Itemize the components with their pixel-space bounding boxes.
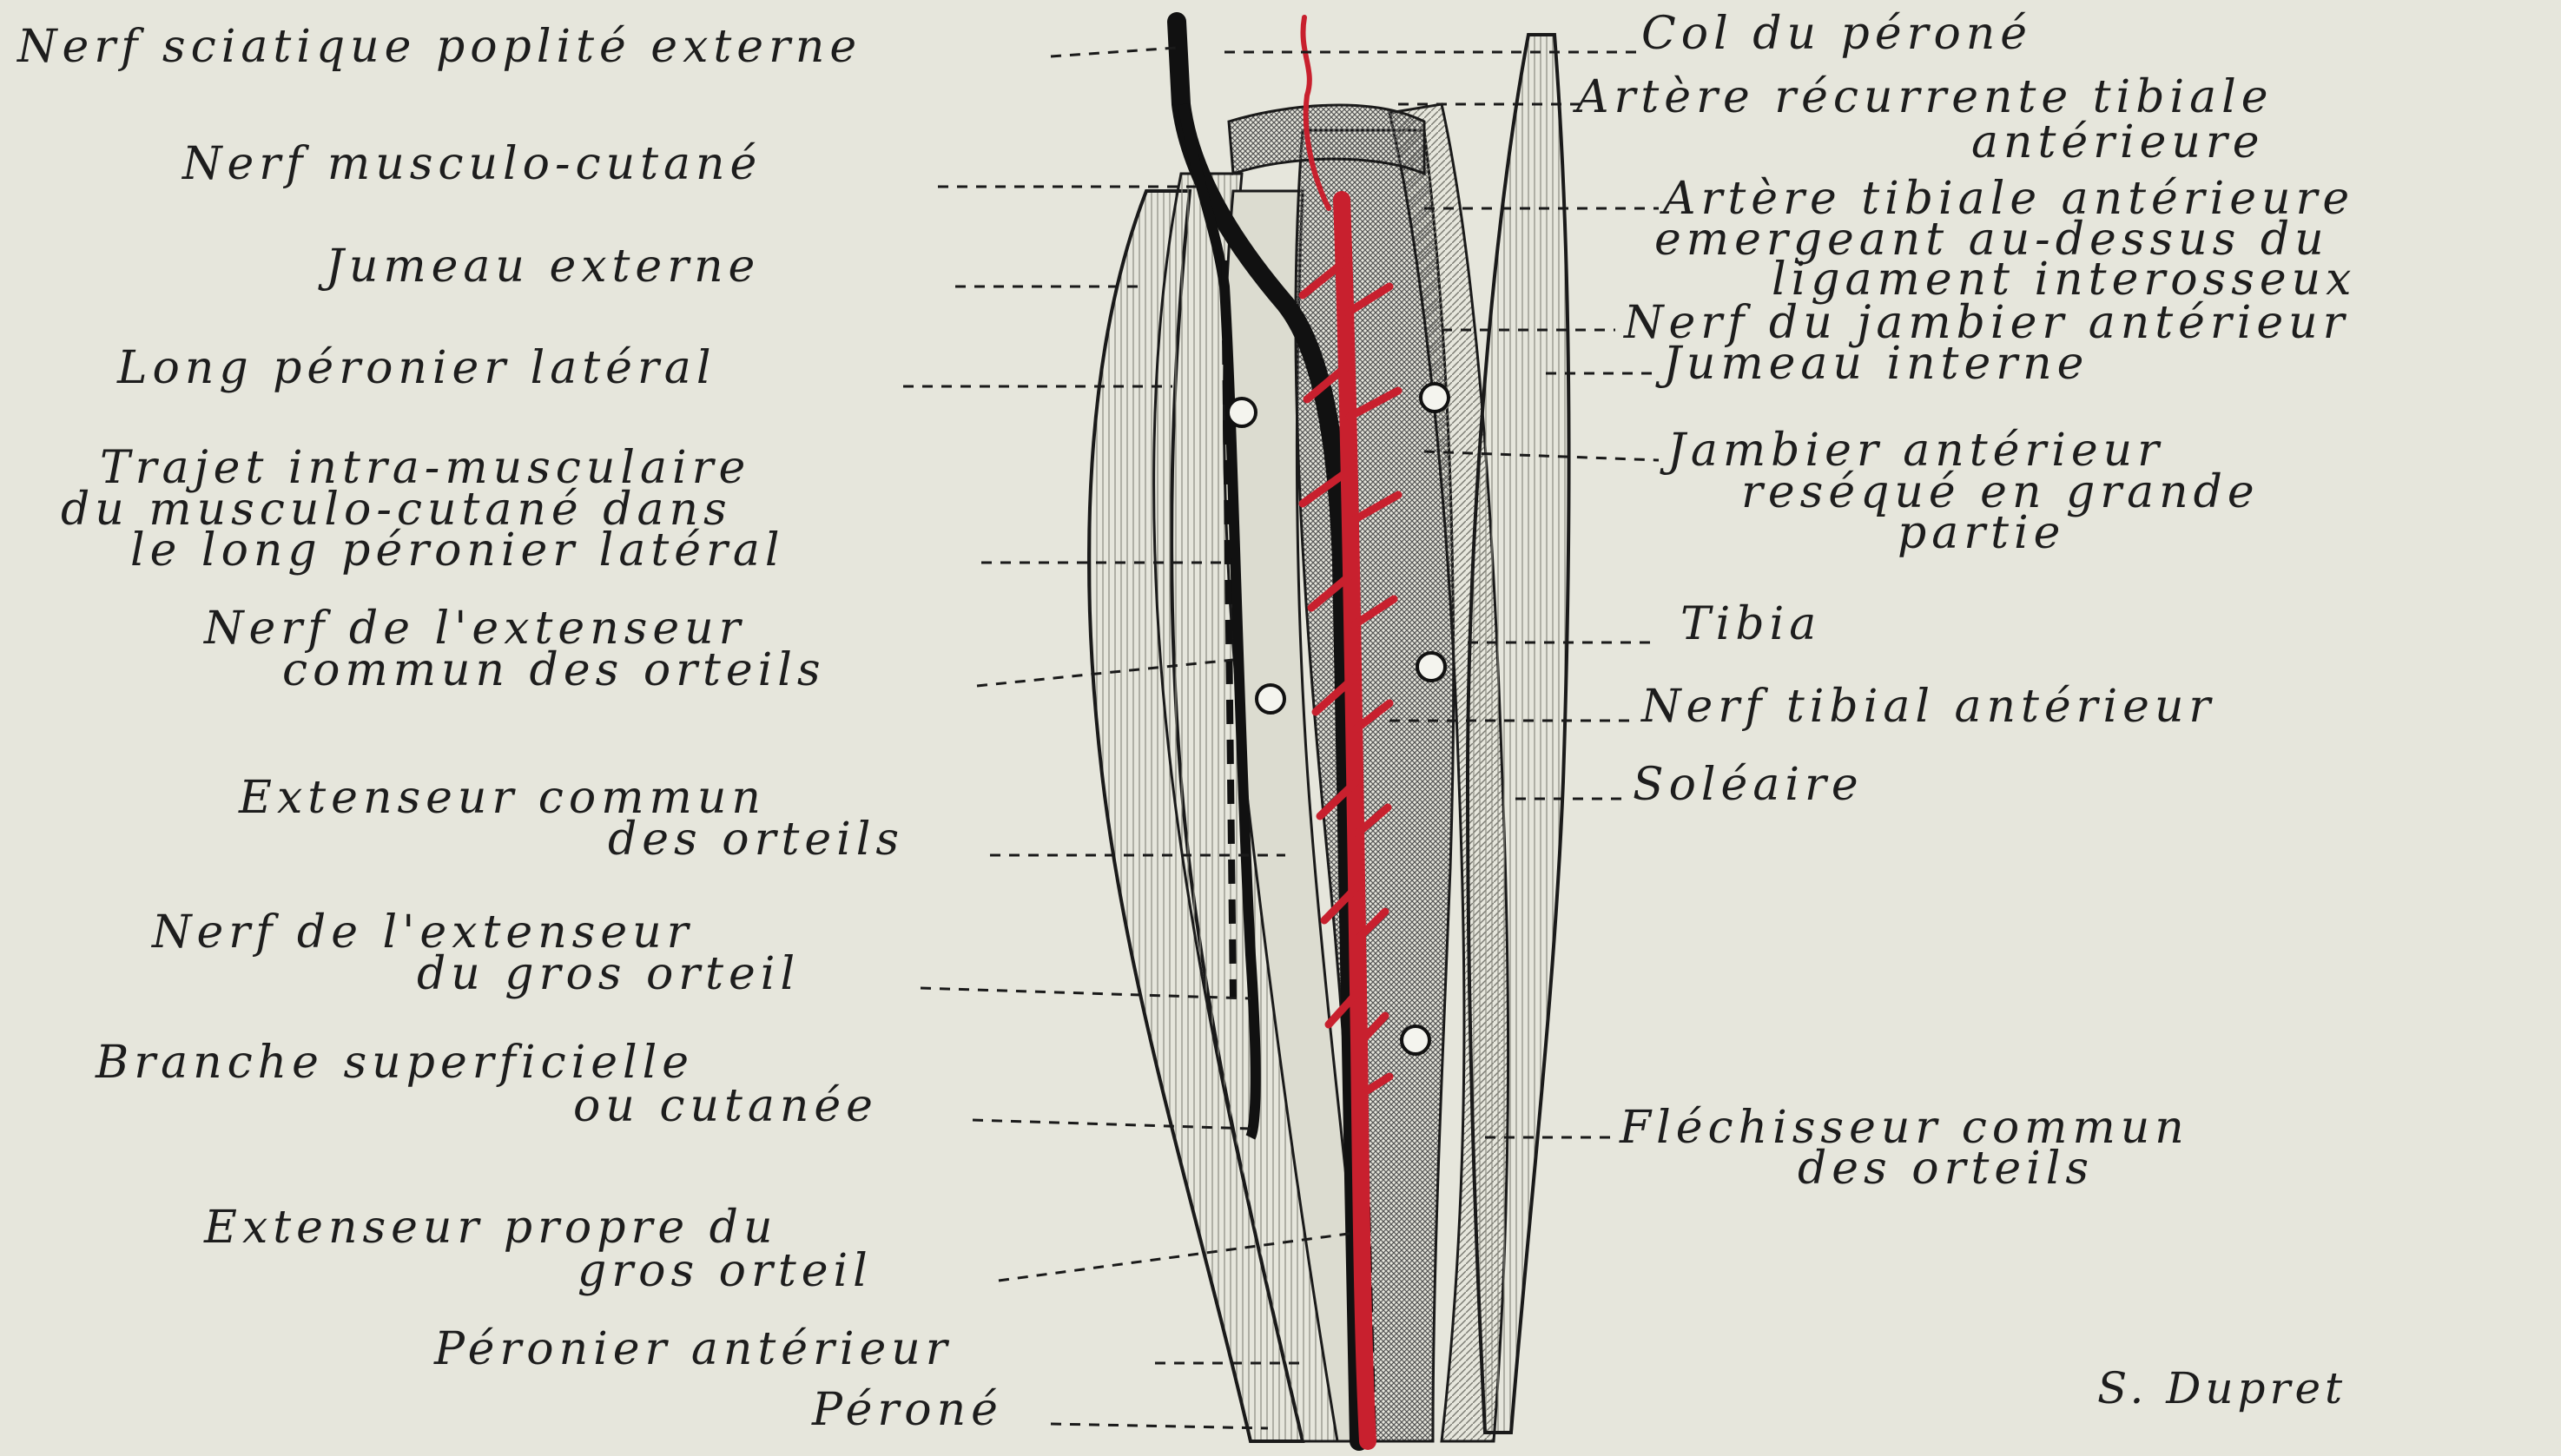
label-long-peronier: Long péronier latéral — [117, 347, 716, 389]
label-nerf-tibial: Nerf tibial antérieur — [1641, 686, 2215, 728]
label-ext-commun-line2: des orteils — [608, 819, 904, 860]
label-nerf-ext-commun-line1: Nerf de l'extenseur — [204, 608, 746, 649]
label-branche-line2: ou cutanée — [573, 1085, 878, 1127]
label-nerf-gros-line2: du gros orteil — [417, 953, 800, 995]
pin — [1421, 384, 1449, 412]
label-col-perone: Col du péroné — [1641, 13, 2032, 55]
label-flechisseur-line2: des orteils — [1798, 1148, 2094, 1189]
tibia-jumeau-interne — [1468, 35, 1569, 1433]
label-nerf-ext-commun-line2: commun des orteils — [282, 649, 826, 691]
pin — [1402, 1026, 1429, 1054]
label-peronier-anterieur: Péronier antérieur — [434, 1328, 953, 1370]
label-trajet-line3: le long péronier latéral — [130, 530, 784, 571]
label-jumeau-interne: Jumeau interne — [1663, 343, 2089, 385]
label-perone: Péroné — [812, 1389, 1003, 1431]
signature: S. Dupret — [2097, 1367, 2346, 1409]
label-branche-line1: Branche superficielle — [96, 1042, 694, 1084]
label-nerf-musculo-cutane: Nerf musculo-cutané — [182, 143, 762, 185]
label-tibia: Tibia — [1680, 603, 1821, 645]
label-trajet-line1: Trajet intra-musculaire — [100, 447, 750, 489]
label-ext-commun-line1: Extenseur commun — [239, 777, 766, 819]
label-jumeau-externe: Jumeau externe — [326, 246, 760, 287]
label-soleaire: Soléaire — [1633, 764, 1864, 806]
label-art-rec-line2: antérieure — [1971, 122, 2265, 163]
label-jambier-line3: partie — [1898, 512, 2065, 554]
label-art-rec-line1: Artère récurrente tibiale — [1576, 76, 2274, 118]
pin — [1228, 399, 1256, 426]
label-jambier-line1: Jambier antérieur — [1667, 430, 2164, 471]
pin — [1257, 685, 1284, 713]
label-ext-propre-line2: gros orteil — [578, 1250, 873, 1292]
pin — [1417, 653, 1445, 681]
leg-drawing — [1089, 35, 1569, 1441]
label-nerf-sciatique: Nerf sciatique poplité externe — [17, 26, 861, 68]
label-art-tib-line3: ligament interosseux — [1772, 259, 2356, 300]
label-ext-propre-line1: Extenseur propre du — [204, 1207, 777, 1248]
label-nerf-gros-line1: Nerf de l'extenseur — [152, 912, 694, 953]
